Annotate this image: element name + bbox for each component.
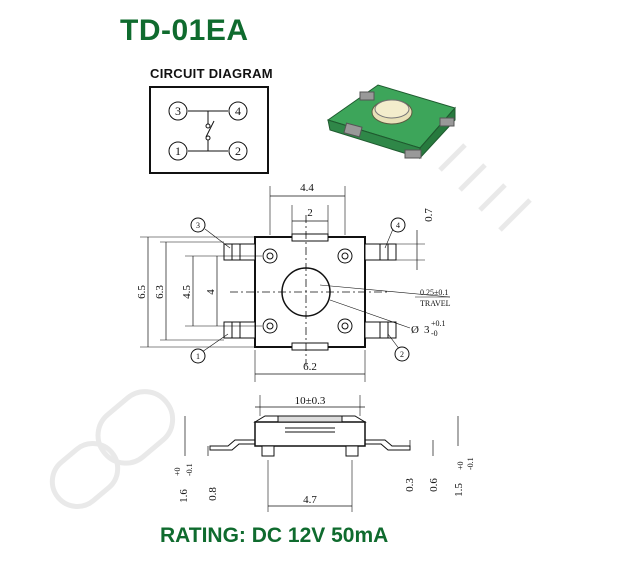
callout-2: 2 <box>400 350 404 359</box>
watermark-logo <box>49 128 532 509</box>
callout-1: 1 <box>196 352 200 361</box>
dim-6-2: 6.2 <box>303 361 317 373</box>
product-title: TD-01EA <box>120 14 249 47</box>
circuit-pin-2: 2 <box>235 144 241 158</box>
dia-tol-minus: -0 <box>431 329 438 338</box>
travel-label: TRAVEL <box>420 299 451 308</box>
dim-6-5: 6.5 <box>136 285 148 299</box>
dim-1-6-tol-minus: -0.1 <box>185 463 194 476</box>
circuit-pin-3: 3 <box>175 104 181 118</box>
dim-0-6: 0.6 <box>428 478 440 492</box>
rating-text: RATING: DC 12V 50mA <box>160 524 389 547</box>
callout-4: 4 <box>396 221 400 230</box>
dim-4: 4 <box>205 289 217 295</box>
dim-6-3: 6.3 <box>154 285 166 299</box>
dia-value: 3 <box>424 324 430 336</box>
circuit-diagram-label: CIRCUIT DIAGRAM <box>150 66 273 81</box>
dim-0-3: 0.3 <box>404 478 416 492</box>
dim-4-4: 4.4 <box>300 182 314 194</box>
travel-value: 0.25±0.1 <box>420 288 448 297</box>
dia-symbol: Ø <box>411 324 419 336</box>
circuit-diagram: 3 4 1 2 <box>149 86 269 174</box>
dia-tol-plus: +0.1 <box>431 319 446 328</box>
dim-10: 10±0.3 <box>295 395 326 407</box>
dim-1-6-tol-plus: +0 <box>173 467 182 476</box>
dim-1-6: 1.6 <box>178 489 190 503</box>
dim-2: 2 <box>307 207 313 219</box>
dim-0-7: 0.7 <box>423 208 435 222</box>
side-view-drawing <box>184 395 459 512</box>
dim-1-5-tol-minus: -0.1 <box>466 457 475 470</box>
callout-3: 3 <box>196 221 200 230</box>
switch-3d-image <box>326 84 456 160</box>
circuit-pin-4: 4 <box>235 104 241 118</box>
circuit-pin-1: 1 <box>175 144 181 158</box>
dim-4-7: 4.7 <box>303 494 317 506</box>
pin-callouts: 3 4 1 2 <box>190 217 410 364</box>
dim-1-5: 1.5 <box>453 483 465 497</box>
top-view-drawing <box>140 186 451 382</box>
dim-1-5-tol-plus: +0 <box>456 461 465 470</box>
dim-4-5: 4.5 <box>181 285 193 299</box>
dim-0-8: 0.8 <box>207 487 219 501</box>
